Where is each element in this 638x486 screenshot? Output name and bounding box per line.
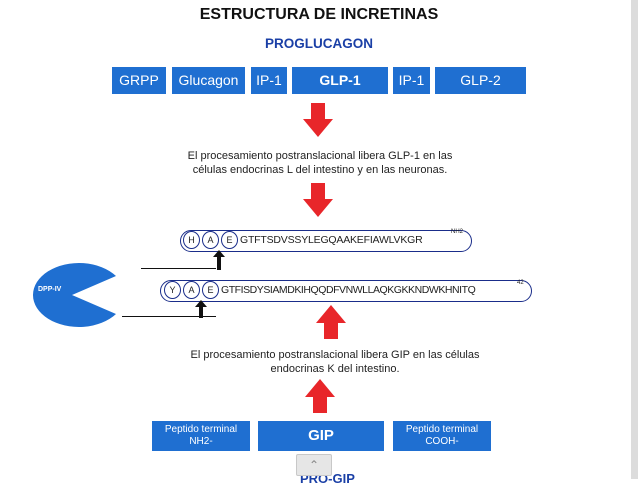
gip-description: El procesamiento postranslacional libera…	[150, 348, 520, 376]
page-title: ESTRUCTURA DE INCRETINAS	[199, 6, 439, 23]
segment-glp1: GLP-1	[292, 67, 388, 94]
glp1-description-line1: El procesamiento postranslacional libera…	[187, 150, 453, 162]
proglucagon-label: PROGLUCAGON	[265, 36, 373, 51]
gip-residue-y: Y	[164, 281, 181, 299]
progip-cooh-terminal: Peptido terminal COOH-	[393, 421, 491, 451]
glp1-residue-a: A	[202, 231, 219, 249]
glp1-description-line2: células endocrinas L del intestino y en …	[192, 164, 448, 176]
up-arrow-icon	[305, 379, 335, 413]
guide-line-upper	[141, 268, 216, 269]
window-edge	[631, 0, 638, 479]
progip-cooh-line1: Peptido terminal	[405, 424, 479, 435]
gip-peptide-capsule	[160, 280, 532, 302]
segment-ip1: IP-1	[251, 67, 287, 94]
guide-line-lower	[122, 316, 216, 317]
glp1-peptide-capsule	[180, 230, 472, 252]
progip-nh2-terminal: Peptido terminal NH2-	[152, 421, 250, 451]
dpp-iv-enzyme-icon	[32, 263, 116, 327]
segment-glucagon: Glucagon	[172, 67, 245, 94]
down-arrow-icon	[303, 103, 333, 137]
glp1-superscript: NH2	[451, 229, 464, 235]
gip-sequence: GTFISDYSIAMDKIHQQDFVNWLLAQKGKKNDWKHNITQ	[221, 284, 476, 296]
glp1-residue-e: E	[221, 231, 238, 249]
scroll-up-button[interactable]: ⌃	[296, 454, 332, 476]
segment-glp2: GLP-2	[435, 67, 526, 94]
progip-nh2-line1: Peptido terminal	[164, 424, 238, 435]
glp1-description: El procesamiento postranslacional libera…	[150, 149, 490, 177]
progip-gip: GIP	[258, 421, 384, 451]
glp1-sequence: GTFTSDVSSYLEGQAAKEFIAWLVKGR	[240, 234, 423, 246]
down-arrow-icon	[303, 183, 333, 217]
progip-cooh-line2: COOH-	[425, 436, 459, 447]
gip-superscript: 42	[517, 280, 524, 286]
cleavage-arrow-icon	[195, 300, 207, 318]
progip-nh2-line2: NH2-	[189, 436, 213, 447]
segment-ip1-second: IP-1	[393, 67, 430, 94]
gip-residue-e: E	[202, 281, 219, 299]
chevron-up-icon: ⌃	[308, 458, 320, 472]
cleavage-arrow-icon	[213, 250, 225, 270]
segment-grpp: GRPP	[112, 67, 166, 94]
gip-description-line2: endocrinas K del intestino.	[270, 363, 400, 375]
dpp-iv-label: DPP-IV	[38, 286, 62, 293]
gip-residue-a: A	[183, 281, 200, 299]
gip-description-line1: El procesamiento postranslacional libera…	[190, 349, 480, 361]
glp1-residue-h: H	[183, 231, 200, 249]
up-arrow-icon	[316, 305, 346, 339]
